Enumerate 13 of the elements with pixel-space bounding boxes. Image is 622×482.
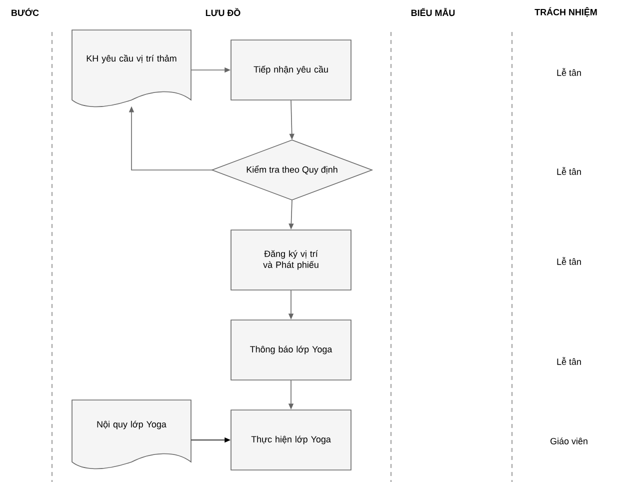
column-header: TRÁCH NHIỆM <box>534 7 597 17</box>
process-box: Đăng ký vị trí và Phát phiếu <box>230 230 352 290</box>
column-header: BƯỚC <box>12 8 39 16</box>
process-box: Thông báo lớp Yoga <box>230 320 352 380</box>
column-header: LƯU ĐỒ <box>206 8 240 16</box>
responsible-label: Lễ tân <box>557 257 581 265</box>
process-box: Thực hiện lớp Yoga <box>230 410 352 470</box>
column-header: BIỂU MẪU <box>411 8 455 16</box>
responsible-label: Lễ tân <box>557 68 581 76</box>
responsible-label: Lễ tân <box>557 357 581 365</box>
responsible-label: Lễ tân <box>557 167 581 175</box>
responsible-label: Giáo viên <box>550 438 588 444</box>
process-box: Tiếp nhận yêu cầu <box>230 40 352 100</box>
